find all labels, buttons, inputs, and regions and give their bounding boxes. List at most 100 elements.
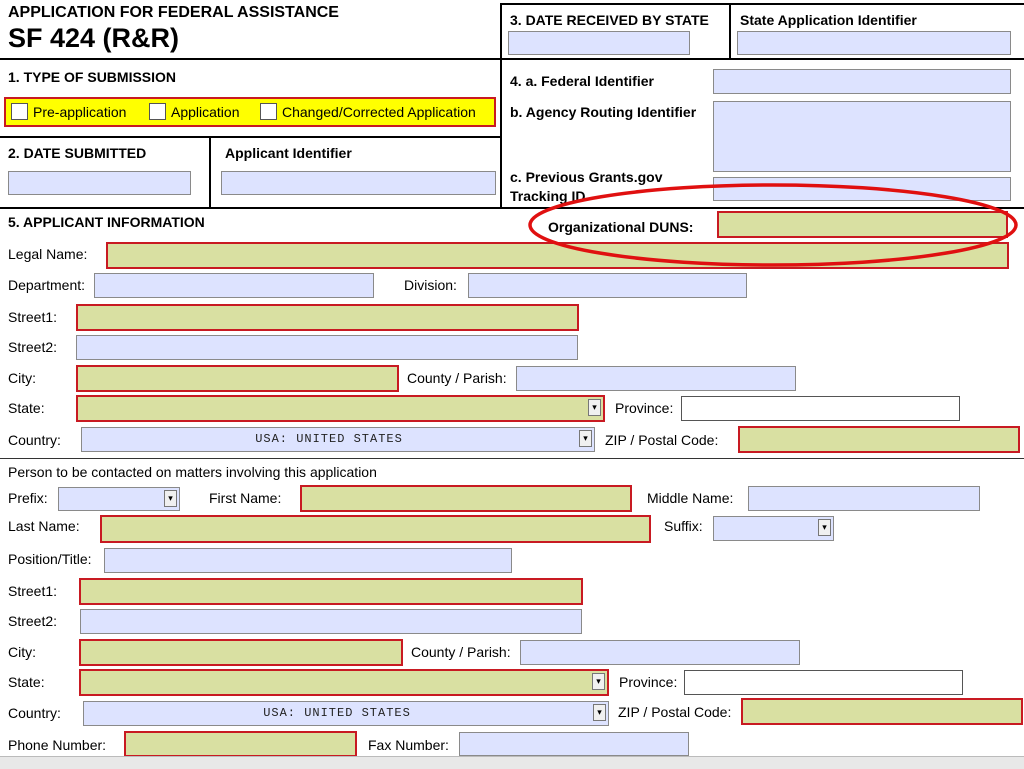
duns-label: Organizational DUNS: — [548, 219, 694, 235]
department-field[interactable] — [94, 273, 374, 298]
division-label: Division: — [404, 277, 457, 293]
divider — [0, 136, 500, 138]
chevron-down-icon[interactable]: ▾ — [818, 519, 831, 536]
chevron-down-icon[interactable]: ▾ — [579, 430, 592, 447]
divider — [500, 3, 502, 207]
viewer-bottom-bar — [0, 756, 1024, 769]
contact-city-label: City: — [8, 644, 36, 660]
suffix-label: Suffix: — [664, 518, 703, 534]
contact-province-label: Province: — [619, 674, 678, 690]
country-label: Country: — [8, 432, 61, 448]
application-checkbox[interactable] — [149, 103, 166, 120]
chevron-down-icon[interactable]: ▾ — [164, 490, 177, 507]
position-field[interactable] — [104, 548, 512, 573]
date-received-field[interactable] — [508, 31, 690, 55]
form-title: APPLICATION FOR FEDERAL ASSISTANCE — [8, 4, 339, 21]
chevron-down-icon[interactable]: ▾ — [592, 673, 605, 690]
suffix-select[interactable]: ▾ — [713, 516, 834, 541]
contact-province-field[interactable] — [684, 670, 963, 695]
street2-label: Street2: — [8, 339, 58, 355]
date-submitted-label: 2. DATE SUBMITTED — [8, 145, 147, 161]
fax-field[interactable] — [459, 732, 689, 756]
applicant-id-label: Applicant Identifier — [225, 145, 352, 161]
prefix-label: Prefix: — [8, 490, 48, 506]
prev-grants-label-1: c. Previous Grants.gov — [510, 169, 663, 185]
country-select[interactable]: USA: UNITED STATES ▾ — [81, 427, 595, 452]
state-select[interactable]: ▾ — [76, 395, 605, 422]
divider — [209, 136, 211, 207]
pre-application-checkbox[interactable] — [11, 103, 28, 120]
annotation-ellipse — [528, 183, 1018, 267]
city-label: City: — [8, 370, 36, 386]
federal-id-field[interactable] — [713, 69, 1011, 94]
divider — [0, 58, 1024, 60]
contact-street1-label: Street1: — [8, 583, 58, 599]
country-value: USA: UNITED STATES — [255, 432, 403, 446]
contact-country-select[interactable]: USA: UNITED STATES ▾ — [83, 701, 609, 726]
phone-label: Phone Number: — [8, 737, 107, 753]
first-name-label: First Name: — [209, 490, 282, 506]
province-field[interactable] — [681, 396, 960, 421]
form-code: SF 424 (R&R) — [8, 23, 180, 53]
street1-label: Street1: — [8, 309, 58, 325]
middle-name-label: Middle Name: — [647, 490, 734, 506]
divider — [0, 207, 1024, 209]
zip-field[interactable] — [738, 426, 1020, 453]
legal-name-label: Legal Name: — [8, 246, 88, 262]
federal-id-label: 4. a. Federal Identifier — [510, 73, 654, 89]
contact-state-select[interactable]: ▾ — [79, 669, 609, 696]
first-name-field[interactable] — [300, 485, 632, 512]
date-received-label: 3. DATE RECEIVED BY STATE — [510, 12, 709, 28]
duns-field[interactable] — [717, 211, 1008, 238]
divider — [729, 3, 731, 59]
street1-field[interactable] — [76, 304, 579, 331]
city-field[interactable] — [76, 365, 399, 392]
application-label: Application — [171, 104, 240, 120]
applicant-section-label: 5. APPLICANT INFORMATION — [8, 214, 205, 230]
contact-state-label: State: — [8, 674, 45, 690]
state-app-id-label: State Application Identifier — [740, 12, 917, 28]
county-field[interactable] — [516, 366, 796, 391]
street2-field[interactable] — [76, 335, 578, 360]
department-label: Department: — [8, 277, 86, 293]
changed-application-checkbox[interactable] — [260, 103, 277, 120]
chevron-down-icon[interactable]: ▾ — [593, 704, 606, 721]
date-submitted-field[interactable] — [8, 171, 191, 195]
position-label: Position/Title: — [8, 551, 92, 567]
chevron-down-icon[interactable]: ▾ — [588, 399, 601, 416]
contact-country-label: Country: — [8, 705, 61, 721]
agency-routing-field[interactable] — [713, 101, 1011, 172]
province-label: Province: — [615, 400, 674, 416]
contact-county-field[interactable] — [520, 640, 800, 665]
agency-routing-label: b. Agency Routing Identifier — [510, 104, 697, 120]
prev-grants-label-2: Tracking ID — [510, 188, 586, 204]
contact-zip-label: ZIP / Postal Code: — [618, 704, 732, 720]
state-label: State: — [8, 400, 45, 416]
phone-field[interactable] — [124, 731, 357, 757]
contact-country-value: USA: UNITED STATES — [263, 706, 411, 720]
changed-application-label: Changed/Corrected Application — [282, 104, 476, 120]
submission-type-label: 1. TYPE OF SUBMISSION — [8, 69, 177, 85]
contact-street2-label: Street2: — [8, 613, 58, 629]
section-divider — [0, 458, 1024, 459]
contact-street1-field[interactable] — [79, 578, 583, 605]
applicant-id-field[interactable] — [221, 171, 496, 195]
county-label: County / Parish: — [407, 370, 507, 386]
division-field[interactable] — [468, 273, 747, 298]
contact-zip-field[interactable] — [741, 698, 1023, 725]
contact-county-label: County / Parish: — [411, 644, 511, 660]
zip-label: ZIP / Postal Code: — [605, 432, 719, 448]
middle-name-field[interactable] — [748, 486, 980, 511]
submission-type-group — [4, 97, 496, 127]
contact-intro: Person to be contacted on matters involv… — [8, 464, 377, 480]
last-name-field[interactable] — [100, 515, 651, 543]
divider — [500, 3, 1024, 5]
contact-city-field[interactable] — [79, 639, 403, 666]
last-name-label: Last Name: — [8, 518, 80, 534]
annotation-ellipse-shape — [528, 183, 1018, 267]
state-app-id-field[interactable] — [737, 31, 1011, 55]
pre-application-label: Pre-application — [33, 104, 127, 120]
contact-street2-field[interactable] — [80, 609, 582, 634]
fax-label: Fax Number: — [368, 737, 449, 753]
prefix-select[interactable]: ▾ — [58, 487, 180, 511]
